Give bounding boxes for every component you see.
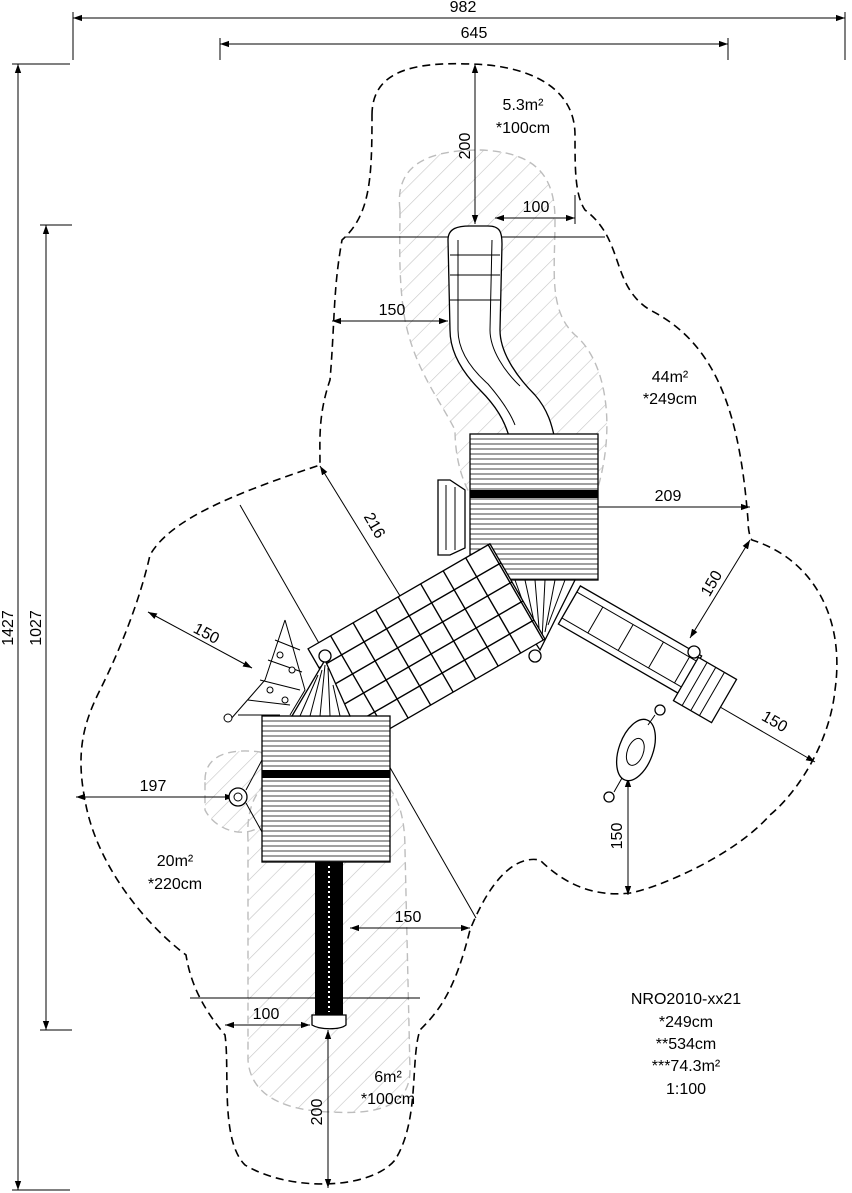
model-info: NRO2010-xx21 *249cm **534cm ***74.3m² 1:… [631,991,741,1098]
dim-slide-side: 100 [523,199,550,216]
spring-rocker [615,718,657,782]
dim-left-150: 150 [379,302,406,319]
zone-bottom-area: 6m² [374,1069,402,1086]
model-height: *249cm [659,1014,713,1031]
zone-right-height: *249cm [643,391,697,408]
rope-net [223,619,306,723]
model-number: NRO2010-xx21 [631,991,741,1008]
model-length: **534cm [656,1036,716,1053]
dim-total-height: 1427 [0,610,17,646]
dim-pole-150: 150 [395,909,422,926]
dim-slide-top: 200 [457,133,474,160]
model-area: ***74.3m² [652,1058,721,1075]
curved-slide [447,225,556,441]
dimension-lines [12,12,846,1191]
model-scale: 1:100 [666,1081,706,1098]
dim-spring-150: 150 [609,823,626,850]
zone-left-area: 20m² [157,853,194,870]
dim-bottom-100: 100 [253,1006,280,1023]
zone-labels: 5.3m² *100cm 44m² *249cm 20m² *220cm 6m²… [148,97,697,1108]
fireman-pole [315,862,343,1017]
net-bridge [307,542,546,745]
zone-right-area: 44m² [652,369,689,386]
dim-right-diag-150-a: 150 [698,568,726,600]
dim-total-width: 982 [450,0,477,16]
equipment [223,225,738,1030]
dim-inner-width: 645 [461,25,488,42]
zone-left-height: *220cm [148,876,202,893]
ramp-platform [672,656,738,724]
zone-bottom-height: *100cm [361,1091,415,1108]
climbing-ramp [557,585,703,695]
dim-right-209: 209 [655,488,682,505]
steering-wheel [228,787,248,807]
tower-left [261,715,391,863]
dim-bottom-200: 200 [309,1099,326,1126]
dim-left-197: 197 [140,778,167,795]
zone-top-height: *100cm [496,120,550,137]
safety-area-boundary [80,62,838,1185]
dim-inner-height: 1027 [28,610,45,646]
zone-top-area: 5.3m² [503,97,545,114]
side-panel [437,479,466,556]
